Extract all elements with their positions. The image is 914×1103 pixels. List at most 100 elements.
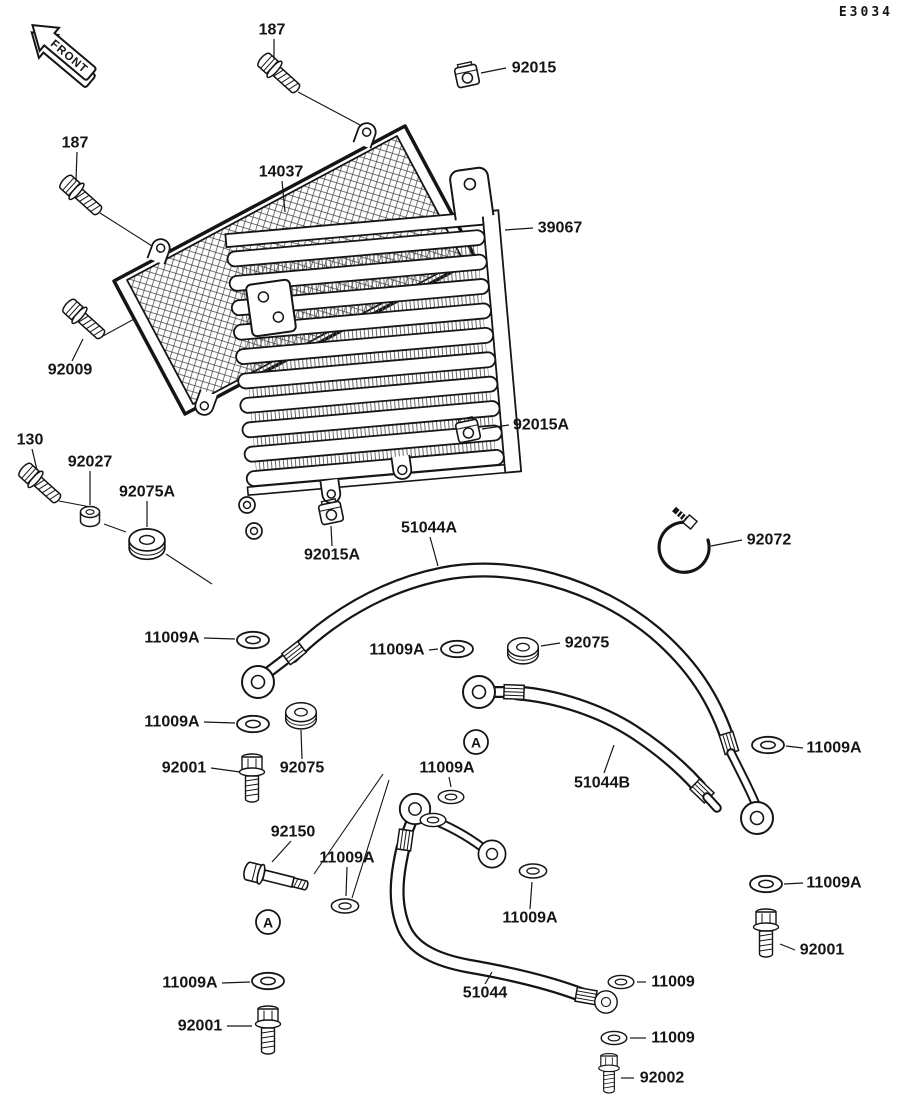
- part-label-11009A: 11009A: [144, 630, 200, 647]
- cooler-bracket-right: [449, 166, 495, 221]
- construction-lines: [58, 91, 390, 899]
- washer-11009A-3: [236, 714, 270, 734]
- washer-11009A-9: [518, 863, 548, 879]
- part-label-11009A: 11009A: [806, 740, 862, 757]
- part-label-92015A: 92015A: [304, 547, 360, 564]
- part-label-92072: 92072: [747, 532, 792, 549]
- bolt-92001-left: [238, 753, 266, 803]
- part-label-187: 187: [62, 135, 89, 152]
- clip-92015A-lower: [316, 497, 345, 526]
- leader-line: [75, 151, 78, 182]
- bolt-130: [14, 459, 67, 509]
- screen-tab-top: [352, 122, 377, 149]
- part-label-92015A: 92015A: [513, 417, 569, 434]
- collar-92027: [79, 505, 101, 528]
- part-label-11009A: 11009A: [502, 910, 558, 927]
- washer-11009A-7: [330, 898, 360, 914]
- washer-11009-1: [607, 974, 635, 990]
- leader-line: [221, 981, 251, 984]
- washer-11009A-2: [440, 639, 474, 659]
- part-label-92075A: 92075A: [119, 484, 175, 501]
- part-label-92015: 92015: [512, 60, 557, 77]
- washer-11009A-6: [419, 812, 447, 828]
- part-label-11009A: 11009A: [162, 975, 218, 992]
- oil-cooler-core: [224, 166, 523, 540]
- leader-line: [271, 840, 292, 863]
- clip-92015A-upper: [453, 415, 482, 444]
- leader-line: [203, 721, 236, 724]
- part-label-92009: 92009: [48, 362, 93, 379]
- bolt-92001-bottom: [254, 1005, 282, 1055]
- callout-letter: A: [471, 735, 481, 751]
- leader-line: [785, 745, 804, 749]
- part-label-51044B: 51044B: [574, 775, 630, 792]
- grommet-92075A: [128, 528, 166, 561]
- cooler-tab-bottom-mid: [390, 454, 413, 480]
- cooler-port-upper: [238, 496, 256, 514]
- bolt-92009: [58, 295, 111, 345]
- part-label-11009: 11009: [651, 1030, 695, 1047]
- part-label-11009A: 11009A: [144, 714, 200, 731]
- part-label-92075: 92075: [565, 635, 610, 652]
- leader-line: [428, 648, 439, 651]
- leader-line: [429, 536, 439, 567]
- leader-line: [504, 227, 534, 231]
- labels-layer: 187 92015 187 14037 39067 92009 92015A 130 92027…: [17, 22, 862, 1087]
- cooler-bracket-left: [245, 278, 297, 338]
- leader-line: [281, 180, 286, 213]
- leader-line: [330, 525, 333, 547]
- hose-51044B: [462, 675, 722, 813]
- cooler-port-lower: [245, 522, 263, 540]
- part-label-51044: 51044: [463, 985, 508, 1002]
- leader-line: [210, 767, 241, 773]
- leader-line: [345, 866, 348, 897]
- leader-line: [529, 881, 533, 910]
- leader-line: [540, 642, 561, 647]
- callout-letter: A: [263, 915, 273, 931]
- bolt-187-top: [253, 49, 306, 99]
- part-label-14037: 14037: [259, 164, 304, 181]
- part-label-92002: 92002: [640, 1070, 685, 1087]
- cooler-tab-bottom-left: [319, 478, 342, 504]
- leader-line: [203, 637, 236, 640]
- part-label-187: 187: [259, 22, 286, 39]
- part-label-11009A: 11009A: [806, 875, 862, 892]
- leader-line: [481, 424, 510, 430]
- front-stamp: FRONT: [30, 24, 97, 88]
- part-label-92150: 92150: [271, 824, 316, 841]
- screen-tab-left: [146, 238, 171, 265]
- leader-line: [783, 882, 804, 885]
- grommet-92075-mid: [506, 637, 540, 665]
- banjo-eye-51044A-right: [740, 801, 774, 835]
- leader-line: [71, 338, 84, 362]
- leader-line: [31, 448, 38, 471]
- bolt-187-left: [55, 171, 108, 221]
- cable-tie: [657, 506, 711, 574]
- bolt-92001-right: [752, 908, 780, 958]
- screen-tab-bottom: [194, 389, 219, 416]
- grommet-92075-left: [284, 702, 318, 730]
- leader-line: [710, 539, 743, 547]
- washer-11009-2: [600, 1030, 628, 1046]
- part-label-39067: 39067: [538, 220, 583, 237]
- leader-line: [480, 67, 507, 74]
- part-label-11009A: 11009A: [319, 850, 375, 867]
- banjo-eye-51044A-left: [241, 665, 275, 699]
- leader-line: [603, 744, 615, 774]
- leader-line: [484, 971, 493, 985]
- diagram-code: E3034: [839, 5, 893, 20]
- part-label-130: 130: [17, 432, 44, 449]
- part-label-92027: 92027: [68, 454, 113, 471]
- washer-11009A-10: [251, 971, 285, 991]
- part-label-11009A: 11009A: [369, 642, 425, 659]
- leader-line: [779, 943, 796, 951]
- callout-circle: [463, 729, 489, 755]
- part-label-11009: 11009: [651, 974, 695, 991]
- washer-11009A-5: [437, 789, 465, 805]
- leader-line: [448, 776, 452, 788]
- clip-92015: [452, 60, 481, 89]
- part-label-92001: 92001: [800, 942, 845, 959]
- part-label-51044A: 51044A: [401, 520, 457, 537]
- hose-51044: [389, 792, 618, 1014]
